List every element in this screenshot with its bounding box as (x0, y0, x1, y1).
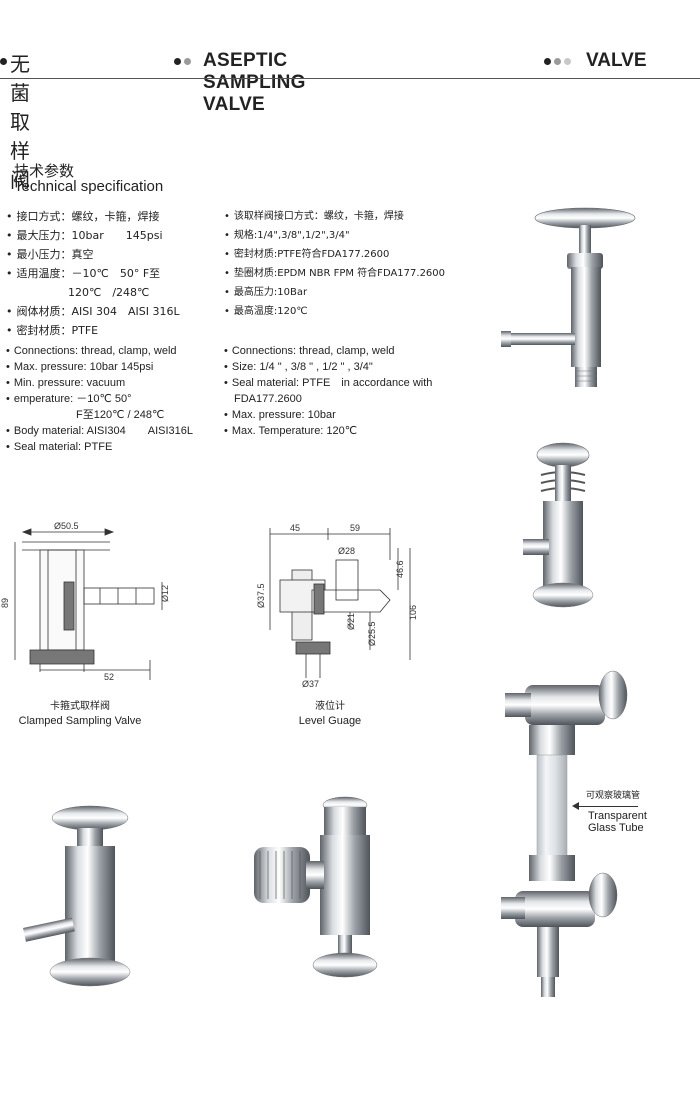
spec-item: Seal material: PTFE (6, 439, 193, 455)
spring-valve-photo (523, 442, 594, 608)
level-gauge-drawing: 45 59 Ø28 46.6 Ø37.5 Ø21 Ø25.5 106 Ø37 (256, 523, 418, 689)
caption-cn: 液位计 (315, 701, 345, 712)
spec-item: Size: 1/4 " , 3/8 " , 1/2 " , 3/4" (224, 359, 432, 375)
spec-item: emperature: －10℃ 50° (6, 391, 193, 407)
spec-item: 规格:1/4",3/8",1/2",3/4" (224, 226, 445, 245)
spec-item: Max. pressure: 10bar (224, 407, 432, 423)
bullet-dot-icon (564, 58, 571, 65)
dim-d: 46.6 (395, 560, 405, 578)
spec-item-continued: F至120℃ / 248℃ (76, 409, 165, 421)
spec-right-en: Connections: thread, clamp, weld Size: 1… (224, 343, 433, 439)
bullet-dot-icon (184, 58, 191, 65)
dim-height: 89 (0, 598, 10, 608)
level-gauge-photo (501, 670, 628, 997)
spec-item: 最小压力：真空 (6, 245, 180, 264)
spec-item: 适用温度：－10℃ 50° F至 (6, 264, 180, 283)
caption-cn: 卡箍式取样阀 (50, 701, 110, 712)
spec-item: 垫圈材质:EPDM NBR FPM 符合FDA177.2600 (224, 264, 445, 283)
dim-outlet: Ø12 (160, 585, 170, 602)
bullet-dot-icon (544, 58, 551, 65)
dim-g: Ø25.5 (367, 621, 377, 646)
glass-tube-label: 可观察玻璃管 Transparent Glass Tube (572, 790, 647, 834)
dim-h: 106 (408, 605, 418, 620)
spec-left-en: Connections: thread, clamp, weld Max. pr… (6, 343, 193, 455)
level-gauge-caption: 液位计 Level Guage (255, 700, 405, 728)
caption-en: Clamped Sampling Valve (18, 715, 142, 727)
dim-a: 45 (290, 523, 300, 533)
section-title-en: Technical specification (14, 178, 164, 195)
spec-item: 阀体材质：AISI 304 AISI 316L (6, 302, 180, 321)
spec-item: Min. pressure: vacuum (6, 375, 193, 391)
dim-e: Ø37.5 (256, 583, 266, 608)
sampling-valve-photo (501, 207, 636, 387)
spec-item: Seal material: PTFE in accordance with (224, 375, 433, 391)
clamped-valve-caption: 卡箍式取样阀 Clamped Sampling Valve (5, 700, 155, 728)
spec-item: Max. Temperature: 120℃ (224, 423, 432, 439)
spec-item: 最高温度:120℃ (224, 302, 445, 321)
header-title-cn: 无菌取样阀 (10, 52, 30, 192)
spec-item: Connections: thread, clamp, weld (6, 343, 193, 359)
section-title-cn: 技术参数 (14, 162, 75, 180)
glass-label-en-2: Glass Tube (588, 822, 644, 834)
dim-diameter: Ø50.5 (54, 521, 79, 531)
dim-f: Ø21 (346, 613, 356, 630)
spec-item: Body material: AISI304 AISI316L (6, 423, 193, 439)
spec-item: Max. pressure: 10bar 145psi (6, 359, 193, 375)
spec-item-continued: FDA177.2600 (234, 393, 302, 405)
header-title-en: ASEPTIC SAMPLING VALVE (203, 50, 306, 115)
spec-item: Connections: thread, clamp, weld (224, 343, 432, 359)
spec-item: 最大压力：10bar 145psi (6, 226, 180, 245)
spec-item: 最高压力:10Bar (224, 283, 445, 302)
clamped-valve-drawing: Ø50.5 89 52 Ø12 (0, 521, 170, 682)
dim-length: 52 (104, 672, 114, 682)
header-category: VALVE (586, 50, 647, 71)
spec-right-cn: 该取样阀接口方式：螺纹，卡箍，焊接 规格:1/4",3/8",1/2",3/4"… (224, 207, 445, 321)
bullet-dot-icon (0, 58, 7, 65)
glass-label-en-1: Transparent (588, 810, 647, 822)
spec-item: 密封材质:PTFE符合FDA177.2600 (224, 245, 445, 264)
spec-item: 该取样阀接口方式：螺纹，卡箍，焊接 (224, 207, 445, 226)
spec-left-cn: 接口方式：螺纹，卡箍，焊接 最大压力：10bar 145psi 最小压力：真空 … (6, 207, 180, 340)
caption-en: Level Guage (298, 715, 362, 727)
dim-c: Ø28 (338, 546, 355, 556)
sampling-valve-photo-2 (23, 805, 131, 987)
knurled-valve-photo (254, 796, 378, 978)
dim-i: Ø37 (302, 679, 319, 689)
arrow-left-icon (572, 802, 647, 810)
header-divider (0, 78, 700, 79)
bullet-dot-icon (554, 58, 561, 65)
dim-b: 59 (350, 523, 360, 533)
bullet-dot-icon (174, 58, 181, 65)
glass-label-cn: 可观察玻璃管 (586, 791, 641, 801)
spec-item-continued: 120℃ /248℃ (68, 286, 150, 299)
spec-item: 密封材质：PTFE (6, 321, 180, 340)
spec-item: 接口方式：螺纹，卡箍，焊接 (6, 207, 180, 226)
